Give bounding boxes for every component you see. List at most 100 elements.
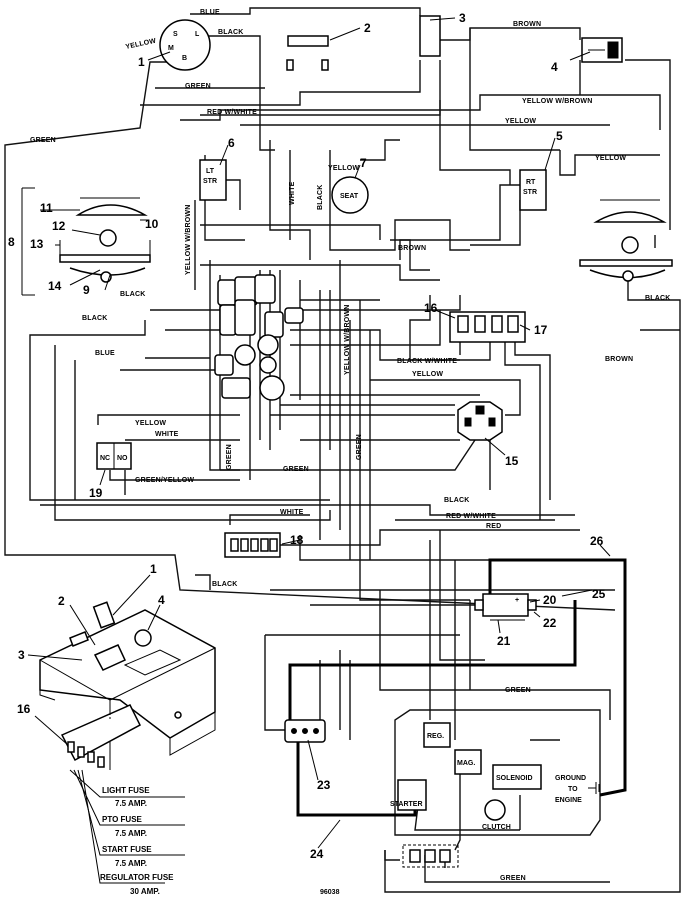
wire-label-black-top: BLACK <box>218 29 244 36</box>
wire-label-yellow-relay: YELLOW <box>135 420 166 427</box>
pto-fuse-amp: 7.5 AMP. <box>115 829 147 838</box>
wire-label-white-relay: WHITE <box>155 431 179 438</box>
callout-24: 24 <box>310 847 324 861</box>
wire-label-green-engine: GREEN <box>505 687 531 694</box>
clutch-label: CLUTCH <box>482 824 511 831</box>
ground-label-2: TO <box>568 786 578 793</box>
callout-11: 11 <box>40 201 53 215</box>
relay-nc-label: NC <box>100 455 110 462</box>
wire-label-red-w-white: RED W/WHITE <box>207 109 257 116</box>
wire-label-white-low: WHITE <box>280 509 304 516</box>
wire-label-red-low: RED <box>486 523 501 530</box>
callout-23: 23 <box>317 778 331 792</box>
callout-12: 12 <box>52 219 66 233</box>
wire-label-red-w-white-low: RED W/WHITE <box>446 513 496 520</box>
wire-label-yellow-w-brown: YELLOW W/BROWN <box>522 98 592 105</box>
callout-26: 26 <box>590 534 604 548</box>
harness-wires <box>4 7 681 893</box>
right-headlight <box>579 199 673 282</box>
dash-panel-illustration <box>39 601 216 770</box>
wire-label-white-v: WHITE <box>289 181 296 205</box>
regulator-fuse-label: REGULATOR FUSE <box>100 873 174 882</box>
panel-callout-1: 1 <box>150 562 157 576</box>
regulator-label: REG. <box>427 733 444 740</box>
starter-label: STARTER <box>390 801 423 808</box>
seat-switch: SEAT <box>331 176 369 214</box>
callout-3: 3 <box>459 11 466 25</box>
solenoid-label: SOLENOID <box>496 775 533 782</box>
fuse-holder-top <box>286 35 329 71</box>
callout-leaders <box>27 17 611 849</box>
wire-label-green-yellow: GREEN/YELLOW <box>135 477 194 484</box>
left-headlight <box>21 187 151 296</box>
fuse-legend: LIGHT FUSE 7.5 AMP. PTO FUSE 7.5 AMP. ST… <box>100 786 174 896</box>
lt-str-label-2: STR <box>203 178 217 185</box>
light-switch <box>581 37 623 63</box>
rt-str-label-1: RT <box>526 179 536 186</box>
callout-8: 8 <box>8 235 15 249</box>
callout-20: 20 <box>543 593 557 607</box>
start-fuse-label: START FUSE <box>102 845 152 854</box>
wire-label-black-right-light: BLACK <box>645 295 671 302</box>
interlock-relay: NC NO <box>96 442 132 470</box>
seat-label: SEAT <box>340 193 359 200</box>
wire-label-black-v: BLACK <box>317 185 324 211</box>
panel-callout-4: 4 <box>158 593 165 607</box>
callout-19: 19 <box>89 486 103 500</box>
wire-label-green-v2: GREEN <box>356 434 363 460</box>
battery: + <box>474 593 537 621</box>
light-fuse-amp: 7.5 AMP. <box>115 799 147 808</box>
wire-label-yellow-mid: YELLOW <box>412 371 443 378</box>
panel-callout-16: 16 <box>17 702 31 716</box>
lt-str-label-1: LT <box>206 168 215 175</box>
callout-9: 9 <box>83 283 90 297</box>
callout-6: 6 <box>228 136 235 150</box>
wire-label-yellow-left: YELLOW <box>125 38 157 51</box>
callout-22: 22 <box>543 616 557 630</box>
bottom-connector <box>402 844 459 868</box>
callout-14: 14 <box>48 279 62 293</box>
wire-label-blue-mid: BLUE <box>95 350 115 357</box>
wire-label-black-mid: BLACK <box>82 315 108 322</box>
rt-str-label-2: STR <box>523 189 537 196</box>
callout-7: 7 <box>360 156 367 170</box>
wire-label-black-low: BLACK <box>444 497 470 504</box>
left-steering-switch: LT STR <box>199 159 227 201</box>
wire-label-black-left-light: BLACK <box>120 291 146 298</box>
diode-pack <box>224 532 281 558</box>
ground-label-3: ENGINE <box>555 797 582 804</box>
wire-label-yellow-right: YELLOW <box>505 118 536 125</box>
starter-relay <box>457 401 503 441</box>
pto-switch <box>419 15 441 57</box>
wire-label-black-w-white: BLACK W/WHITE <box>397 358 457 365</box>
panel-callout-3: 3 <box>18 648 25 662</box>
wire-label-green-v1: GREEN <box>226 444 233 470</box>
wire-labels: BLUE BLACK YELLOW GREEN BROWN YELLOW W/B… <box>30 9 671 882</box>
wire-label-yellow-w-brown-v2: YELLOW W/BROWN <box>344 305 351 375</box>
callout-18: 18 <box>290 533 304 547</box>
callout-15: 15 <box>505 454 519 468</box>
light-fuse-label: LIGHT FUSE <box>102 786 150 795</box>
battery-plus: + <box>515 597 519 604</box>
drawing-number: 96038 <box>320 889 340 896</box>
fuse-leaders <box>69 769 185 884</box>
wire-label-yellow-right2: YELLOW <box>595 155 626 162</box>
callout-5: 5 <box>556 129 563 143</box>
engine-components: REG. MAG. SOLENOID STARTER CLUTCH GROUND… <box>390 722 600 831</box>
callout-10: 10 <box>145 217 159 231</box>
ignition-terminal-m: M <box>168 45 174 52</box>
ignition-terminal-l: L <box>195 31 200 38</box>
callout-2: 2 <box>364 21 371 35</box>
callout-17: 17 <box>534 323 548 337</box>
wire-label-brown-right: BROWN <box>605 356 633 363</box>
magneto-label: MAG. <box>457 760 475 767</box>
wire-label-yellow-w-brown-v: YELLOW W/BROWN <box>185 205 192 275</box>
ignition-switch: S L M B <box>159 19 211 71</box>
wire-label-green-bottom: GREEN <box>500 875 526 882</box>
callout-numbers: 1 2 3 4 5 6 7 8 9 10 11 12 13 14 15 16 1… <box>8 11 606 861</box>
key-switch-plug <box>284 719 326 743</box>
right-steering-switch: RT STR <box>519 169 547 211</box>
callout-1: 1 <box>138 55 145 69</box>
panel-callout-2: 2 <box>58 594 65 608</box>
ignition-terminal-s: S <box>173 31 178 38</box>
